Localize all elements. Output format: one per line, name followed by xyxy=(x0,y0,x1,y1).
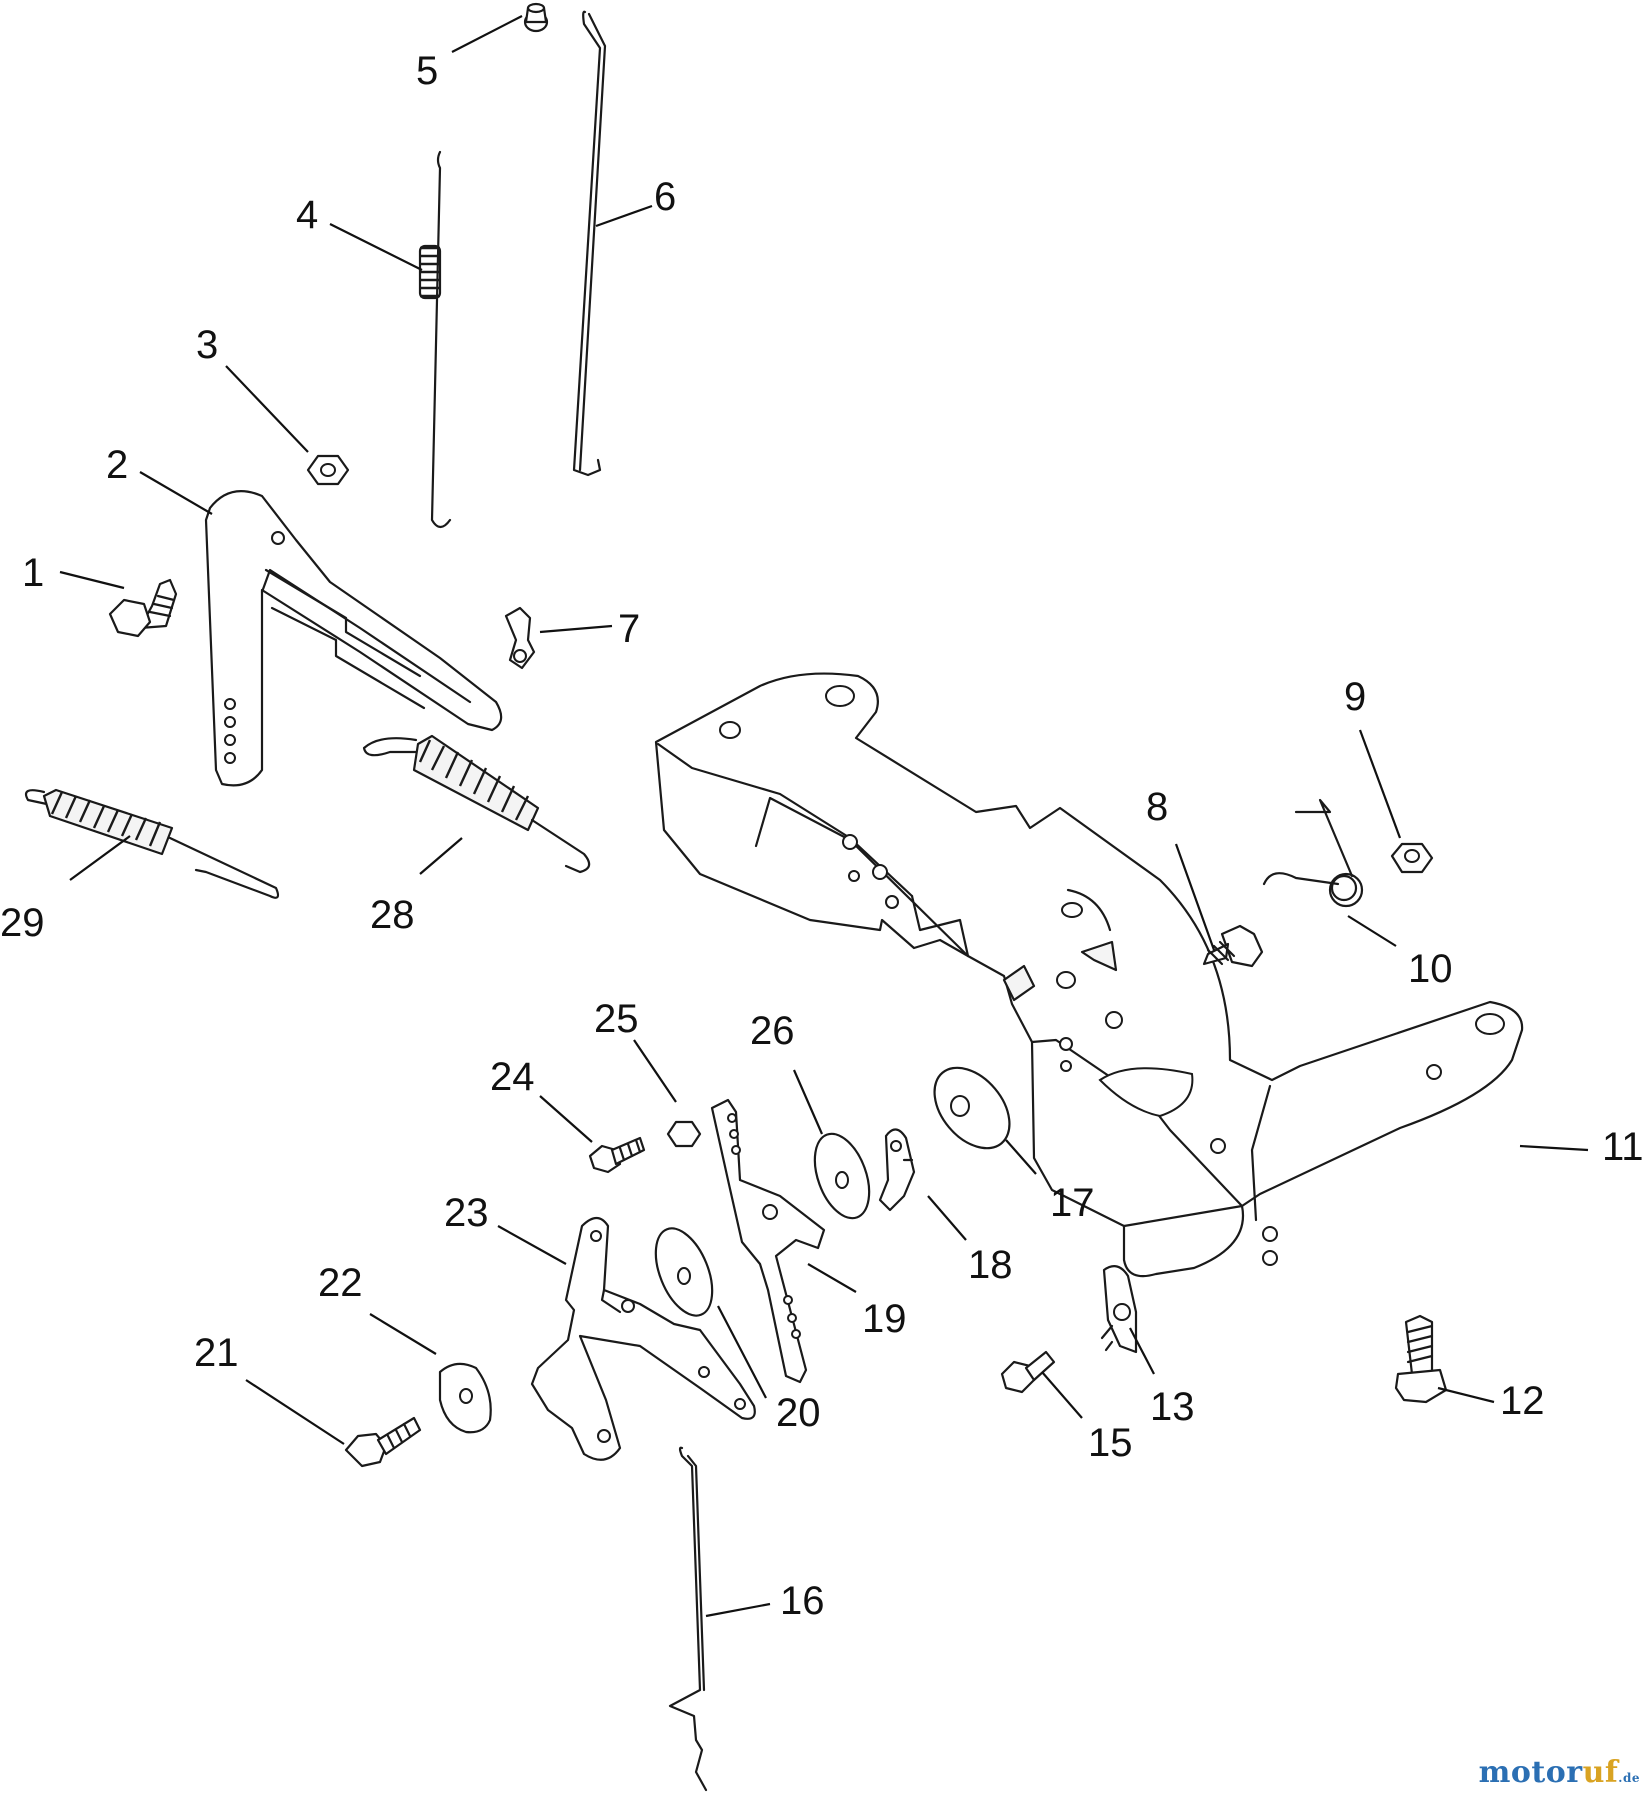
part-24-bolt xyxy=(588,1136,646,1174)
callout-18: 18 xyxy=(968,1243,1013,1287)
callout-labels: 1 2 3 4 5 6 7 8 9 10 11 12 13 15 16 17 1… xyxy=(0,49,1644,1623)
part-10-torsion-spring xyxy=(1262,798,1364,908)
part-5-cap-nut xyxy=(523,2,549,33)
callout-28: 28 xyxy=(370,893,415,937)
callout-12: 12 xyxy=(1500,1379,1545,1423)
part-4-spring-rod xyxy=(418,150,452,529)
part-20-washer xyxy=(654,1227,714,1317)
part-19-lever xyxy=(710,1098,826,1384)
watermark-main: motor xyxy=(1478,1755,1583,1790)
callout-2: 2 xyxy=(106,443,128,487)
part-21-bolt xyxy=(344,1416,422,1468)
part-11-main-plate xyxy=(654,672,1524,1278)
callout-1: 1 xyxy=(22,551,44,595)
callout-5: 5 xyxy=(416,49,438,93)
callout-9: 9 xyxy=(1344,675,1366,719)
callout-13: 13 xyxy=(1150,1385,1195,1429)
part-29-spring xyxy=(24,788,280,899)
callout-4: 4 xyxy=(296,193,318,237)
callout-20: 20 xyxy=(776,1391,821,1435)
callout-24: 24 xyxy=(490,1055,535,1099)
watermark-tld: .de xyxy=(1618,1771,1640,1785)
callout-3: 3 xyxy=(196,323,218,367)
callout-10: 10 xyxy=(1408,947,1453,991)
callout-17: 17 xyxy=(1050,1181,1095,1225)
part-23-bracket xyxy=(530,1216,756,1461)
part-13-clip xyxy=(1100,1265,1138,1354)
part-26-washer xyxy=(813,1132,871,1220)
part-22-washer xyxy=(438,1362,492,1434)
part-9-nut xyxy=(1390,842,1434,874)
callout-7: 7 xyxy=(618,607,640,651)
part-28-spring xyxy=(362,734,591,874)
callout-8: 8 xyxy=(1146,785,1168,829)
watermark-logo: motoruf.de xyxy=(1479,1755,1640,1790)
callout-22: 22 xyxy=(318,1261,363,1305)
callout-26: 26 xyxy=(750,1009,795,1053)
part-7-clip xyxy=(504,606,536,670)
callout-23: 23 xyxy=(444,1191,489,1235)
callout-21: 21 xyxy=(194,1331,239,1375)
part-25-nut xyxy=(666,1120,702,1148)
callout-11: 11 xyxy=(1602,1125,1644,1169)
part-15-bolt xyxy=(1000,1350,1056,1394)
callout-6: 6 xyxy=(654,175,676,219)
part-8-bolt xyxy=(1202,924,1264,968)
callout-25: 25 xyxy=(594,997,639,1041)
leader-lines xyxy=(59,15,1589,1618)
callout-15: 15 xyxy=(1088,1421,1133,1465)
part-2-lever-bracket xyxy=(204,490,503,787)
part-6-rod xyxy=(572,10,607,477)
callout-19: 19 xyxy=(862,1297,907,1341)
part-12-bolt xyxy=(1394,1314,1448,1404)
part-16-rod xyxy=(668,1446,708,1792)
part-18-bracket xyxy=(878,1128,916,1212)
watermark-accent: uf xyxy=(1582,1755,1619,1790)
callout-16: 16 xyxy=(780,1579,825,1623)
part-1-bolt xyxy=(108,578,178,638)
part-17-washer xyxy=(933,1066,1011,1150)
callout-29: 29 xyxy=(0,901,45,945)
part-3-hex-nut xyxy=(306,454,350,486)
